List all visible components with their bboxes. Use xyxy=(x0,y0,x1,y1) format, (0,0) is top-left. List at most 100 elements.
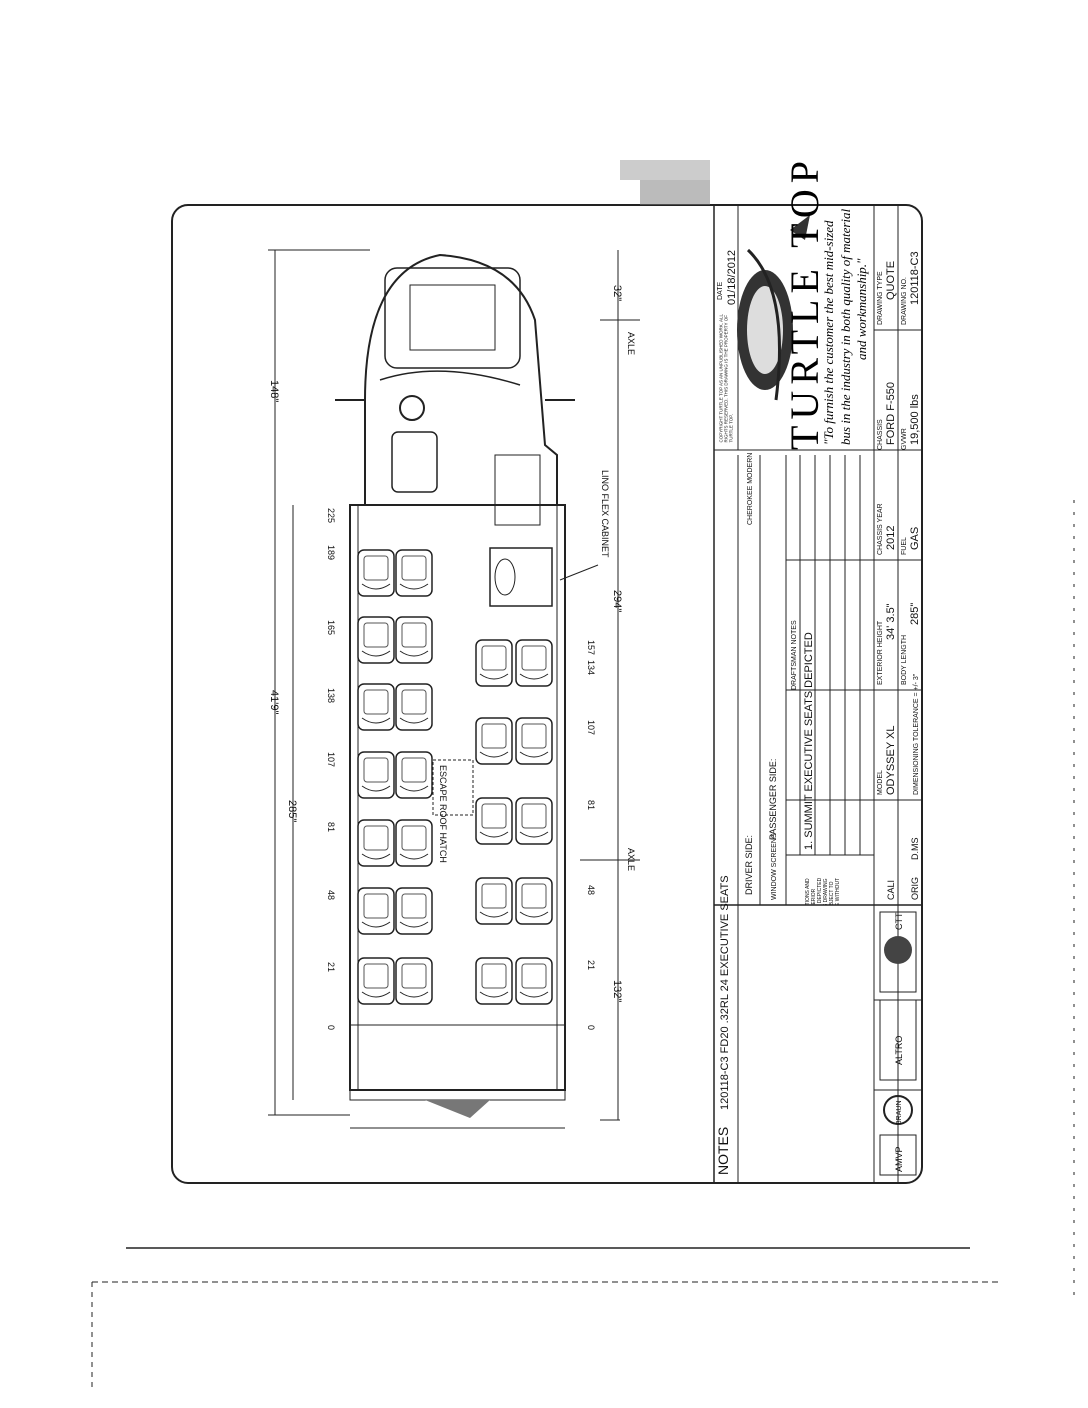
svg-text:294": 294" xyxy=(611,590,623,612)
cherokee-label: CHEROKEE MODERN xyxy=(747,453,754,525)
quote-label: DRAWING TYPE xyxy=(877,271,884,325)
chassis-value: FORD F-550 xyxy=(885,382,897,445)
axle-label-rear: AXLE xyxy=(626,848,636,871)
svg-text:AMVP: AMVP xyxy=(894,1146,904,1172)
seat-icon xyxy=(357,683,395,731)
dim-overall-label: 41'9" xyxy=(268,690,280,714)
drawing-value: 120118-C3 xyxy=(909,251,921,305)
seat-icon xyxy=(357,751,395,799)
braun-logo-icon: BRAUN xyxy=(883,1095,913,1125)
model-value: ODYSSEY XL xyxy=(885,726,897,796)
length-label: BODY LENGTH xyxy=(901,635,908,685)
svg-text:LINO FLEX CABINET: LINO FLEX CABINET xyxy=(600,470,610,558)
side-mark-label: 81 xyxy=(586,800,596,810)
year-label: CHASSIS YEAR xyxy=(877,503,884,555)
seat-icon xyxy=(395,683,433,731)
seat-icon xyxy=(515,639,553,687)
drawing-number-line: 120118-C3 FD20 .32RL 24 EXECUTIVE SEATS xyxy=(719,875,731,1110)
seat-icon xyxy=(475,797,513,845)
side-mark-label: 107 xyxy=(586,720,596,735)
svg-text:41'9": 41'9" xyxy=(268,690,280,714)
callout-lino-flex: LINO FLEX CABINET xyxy=(559,470,610,581)
seat-icon xyxy=(515,797,553,845)
gvwr-value: 19,500 lbs xyxy=(909,394,921,445)
svg-text:285": 285" xyxy=(286,800,298,822)
svg-text:148": 148" xyxy=(268,380,280,402)
dms-value: D.MS xyxy=(910,838,920,861)
year-value: 2012 xyxy=(885,526,897,550)
side-mark-label: 134 xyxy=(586,660,596,675)
disclaimer-box: THE OPTIONS AND THE INTERIOR LAYOUT DEPI… xyxy=(805,878,841,905)
dim-cab-axle-label: 294" xyxy=(611,590,623,612)
callout-escape-hatch: ESCAPE ROOF HATCH xyxy=(438,765,448,863)
windshield xyxy=(379,370,521,386)
turtle-logo-icon xyxy=(737,215,810,401)
height-label: EXTERIOR HEIGHT xyxy=(877,620,884,685)
length-value: 285" xyxy=(909,603,921,625)
station-mark-label: 138 xyxy=(326,688,336,703)
dim-rear-label: 132" xyxy=(611,980,623,1002)
entry-step xyxy=(494,454,541,526)
chassis-label: CHASSIS xyxy=(877,419,884,450)
bus-body xyxy=(349,504,566,1118)
seat-group xyxy=(357,549,553,1005)
drawing-label: DRAWING NO. xyxy=(901,277,908,325)
dim-body-label: 285" xyxy=(286,800,298,822)
orig-label: ORIG xyxy=(910,877,920,900)
station-mark-label: 165 xyxy=(326,620,336,635)
model-label: MODEL xyxy=(877,770,884,795)
axle-label: AXLE xyxy=(626,332,636,355)
motto-line-3: and workmanship." xyxy=(854,258,869,360)
seat-icon xyxy=(357,819,395,867)
station-mark-label: 0 xyxy=(326,1025,336,1030)
date-value: 01/18/2012 xyxy=(726,250,738,305)
scan-noise xyxy=(620,160,710,205)
dim-wheelbase-label: 148" xyxy=(268,380,280,402)
station-mark-label: 81 xyxy=(326,822,336,832)
driver-side-label: DRIVER SIDE: xyxy=(744,835,754,895)
seat-icon xyxy=(395,616,433,664)
motto-line-2: bus in the industry in both quality of m… xyxy=(838,208,853,445)
amvp-logo-icon: AMVP xyxy=(879,1134,917,1176)
draftsman-notes-label: DRAFTSMAN NOTES xyxy=(791,620,798,690)
seat-icon xyxy=(475,717,513,765)
brand-wordmark: TURTLE TOP xyxy=(782,155,827,450)
svg-text:CTT: CTT xyxy=(894,912,904,930)
passenger-side-label: PASSENGER SIDE: xyxy=(768,759,778,840)
escape-roof-hatch xyxy=(432,759,474,816)
seat-icon xyxy=(475,877,513,925)
svg-text:ESCAPE ROOF HATCH: ESCAPE ROOF HATCH xyxy=(438,765,448,863)
svg-text:BRAUN: BRAUN xyxy=(896,1100,903,1125)
seat-icon xyxy=(395,887,433,935)
date-label: DATE xyxy=(717,282,724,300)
station-mark-label: 225 xyxy=(326,508,336,523)
bus-cab xyxy=(335,253,575,526)
window-screens-label: WINDOW SCREENS xyxy=(771,833,778,900)
side-mark-label: 48 xyxy=(586,885,596,895)
station-mark-label: 48 xyxy=(326,890,336,900)
drawing-frame xyxy=(171,204,923,1184)
seat-icon xyxy=(357,616,395,664)
motto-line-1: "To furnish the customer the best mid-si… xyxy=(821,220,836,445)
station-mark-label: 189 xyxy=(326,545,336,560)
seat-icon xyxy=(395,819,433,867)
copyright-note: COPYRIGHT TURTLE TOP AS AN UNPUBLISHED W… xyxy=(719,314,734,442)
seat-icon xyxy=(475,639,513,687)
fuel-label: FUEL xyxy=(901,537,908,555)
seat-icon xyxy=(395,549,433,597)
quote-value: QUOTE xyxy=(885,261,897,300)
rear-step-icon xyxy=(425,1100,490,1118)
seat-icon xyxy=(515,717,553,765)
steering-wheel-icon xyxy=(399,395,425,421)
seat-icon xyxy=(475,957,513,1005)
svg-text:132": 132" xyxy=(611,980,623,1002)
ctt-logo-icon: CTT xyxy=(879,911,917,993)
station-mark-label: 21 xyxy=(326,962,336,972)
tolerance-note: DIMENSIONING TOLERANCE = +/- 3" xyxy=(913,673,920,795)
seat-icon xyxy=(357,549,395,597)
altro-logo-icon: ALTRO xyxy=(879,999,917,1081)
svg-text:ALTRO: ALTRO xyxy=(894,1036,904,1065)
hood-panel xyxy=(409,284,496,351)
cabinet-sink-icon xyxy=(494,558,516,596)
